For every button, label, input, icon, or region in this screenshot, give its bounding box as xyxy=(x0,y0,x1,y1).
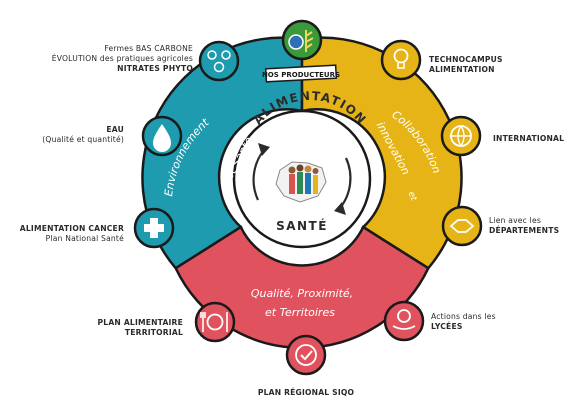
producers-banner-text: NOS PRODUCTEURS xyxy=(262,71,340,79)
segment-collab-et: et xyxy=(406,190,419,202)
globe-icon xyxy=(440,115,482,157)
producers-globe-icon xyxy=(281,19,323,61)
handshake-icon xyxy=(441,205,483,247)
producers-banner: NOS PRODUCTEURS xyxy=(262,64,340,83)
segment-quality-line2: et Territoires xyxy=(265,306,335,319)
segment-environnement-sante xyxy=(141,36,304,270)
lightbulb-icon xyxy=(380,39,422,81)
label-technocampus: TECHNOCAMPUS ALIMENTATION xyxy=(429,55,503,74)
segment-quality-line1: Qualité, Proximité, xyxy=(251,287,353,300)
label-cancer: ALIMENTATION CANCER Plan National Santé xyxy=(19,224,124,243)
water-drop-icon xyxy=(141,115,183,157)
segment-qualite-proximite xyxy=(174,225,430,350)
label-carbone: Fermes BAS CARBONE ÉVOLUTION des pratiqu… xyxy=(51,44,193,73)
fork-plate-knife-icon xyxy=(194,301,236,343)
health-cross-icon xyxy=(133,207,175,249)
label-pat: PLAN ALIMENTAIRE TERRITORIAL xyxy=(97,318,183,337)
people-icon xyxy=(288,164,319,194)
farm-icon xyxy=(198,40,240,82)
label-international: INTERNATIONAL xyxy=(493,134,565,143)
label-eau: EAU (Qualité et quantité) xyxy=(42,125,124,144)
region-map-people xyxy=(275,161,327,203)
label-lycees: Actions dans les LYCÉES xyxy=(431,312,496,331)
cycle-arrows xyxy=(252,143,352,215)
hand-apple-icon xyxy=(383,300,425,342)
center-title-bottom: SANTÉ xyxy=(276,218,328,233)
label-siqo: PLAN RÉGIONAL SIQO xyxy=(257,388,355,397)
quality-seal-icon xyxy=(285,334,327,376)
label-departements: Lien avec les DÉPARTEMENTS xyxy=(489,216,560,235)
